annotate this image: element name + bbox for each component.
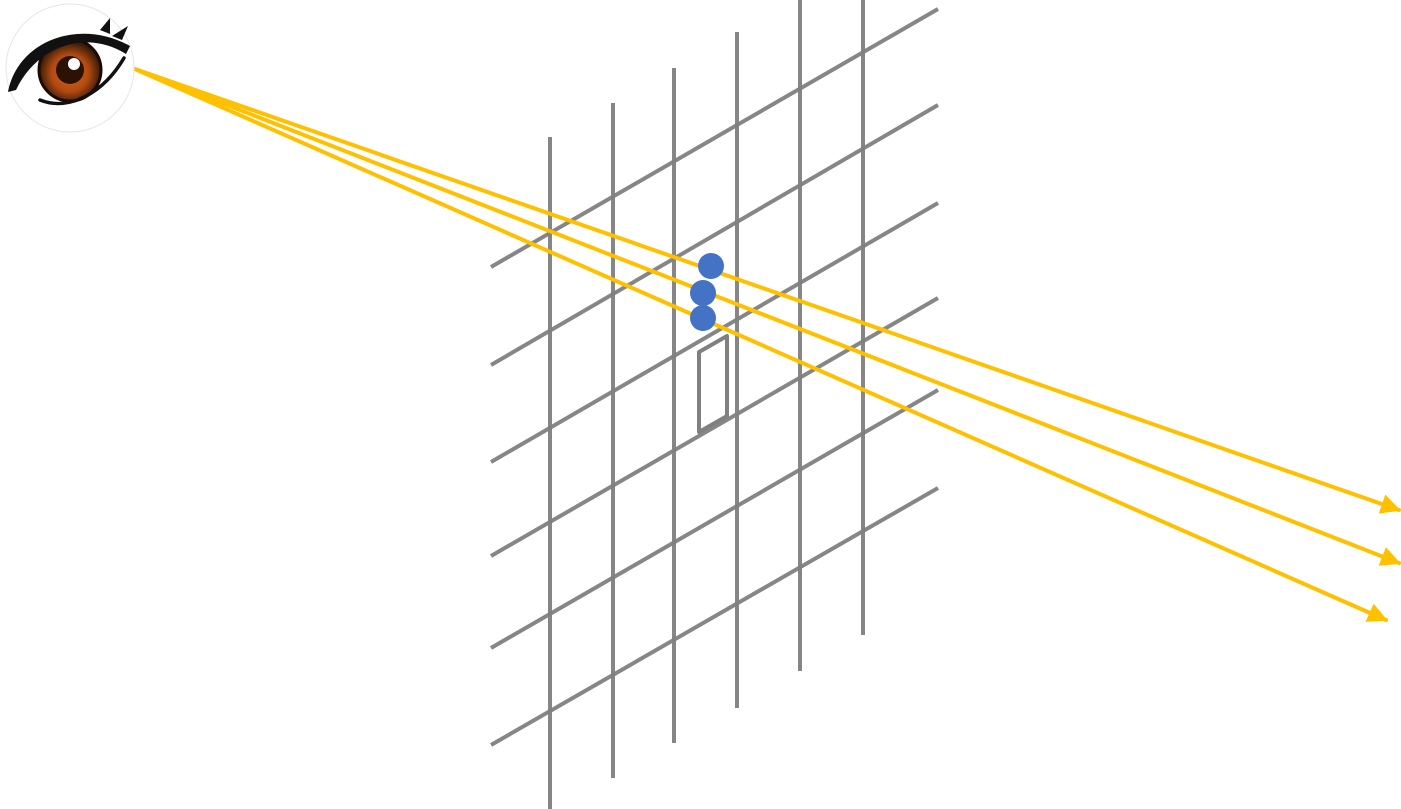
sample-point [698,253,724,279]
rays [135,69,1399,620]
eye-icon [6,4,134,132]
ray-line [135,69,1399,510]
grid-diagonal-line [491,9,938,267]
grid-vertical-lines [550,0,863,809]
grid-diagonal-line [491,488,938,745]
grid-cell-rectangle [699,336,727,432]
sample-point [690,280,716,306]
sample-point [690,305,716,331]
ray-line [135,69,1386,620]
grid-diagonal-lines [491,9,938,745]
